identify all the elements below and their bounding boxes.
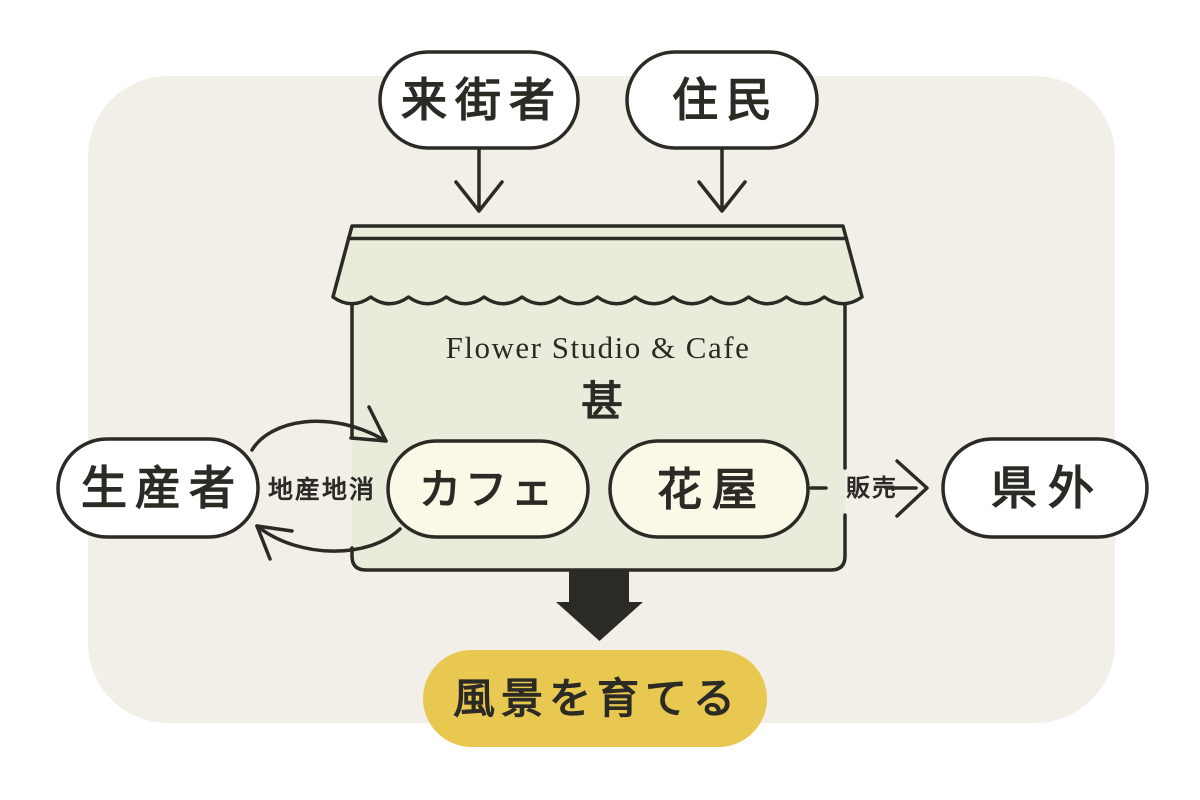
arrow-visitors-to-shop-icon [454, 148, 504, 213]
local-cycle-arrow-bottom-icon [255, 524, 402, 553]
node-flower-shop-pill [608, 439, 810, 539]
node-producers-label: 生産者 [81, 462, 243, 514]
local-cycle-label: 地産地消 [268, 475, 376, 504]
sales-arrowhead-icon [895, 459, 929, 518]
outcome-label: 風景を育てる [453, 675, 741, 722]
local-cycle-arrowhead-bottom-icon [255, 524, 294, 561]
shop-sign-en: Flower Studio & Cafe [446, 330, 751, 365]
outcome-arrow-icon [556, 570, 643, 641]
node-outside-prefecture-pill [941, 437, 1149, 539]
node-visitors-label: 来街者 [401, 74, 563, 126]
node-flower-shop: 花屋 [608, 439, 810, 539]
local-cycle-arrowhead-top-icon [349, 405, 388, 443]
node-outside-prefecture: 県外 [941, 437, 1149, 539]
sales-connector: 販売 [809, 459, 929, 518]
node-visitors: 来街者 [378, 50, 580, 150]
node-cafe-pill [386, 439, 590, 539]
arrow-residents-to-shop-icon [697, 148, 747, 213]
shop: Flower Studio & Cafe 甚 カフェ 花屋 [331, 224, 864, 572]
node-cafe-label: カフェ [419, 466, 557, 513]
local-cycle-arrow-top-icon [250, 419, 388, 452]
outcome-pill [423, 650, 767, 747]
node-residents-label: 住民 [672, 74, 780, 126]
node-residents: 住民 [625, 50, 819, 150]
node-cafe: カフェ [386, 439, 590, 539]
node-outside-prefecture-label: 県外 [991, 462, 1105, 514]
node-visitors-pill [378, 50, 580, 150]
shop-awning-icon [331, 224, 864, 306]
outcome-banner: 風景を育てる [423, 650, 767, 747]
node-flower-shop-label: 花屋 [657, 464, 767, 515]
node-residents-pill [625, 50, 819, 150]
node-producers-pill [56, 437, 260, 539]
local-cycle: 地産地消 [250, 405, 402, 561]
shop-sign-ja: 甚 [581, 378, 623, 425]
node-producers: 生産者 [56, 437, 260, 539]
